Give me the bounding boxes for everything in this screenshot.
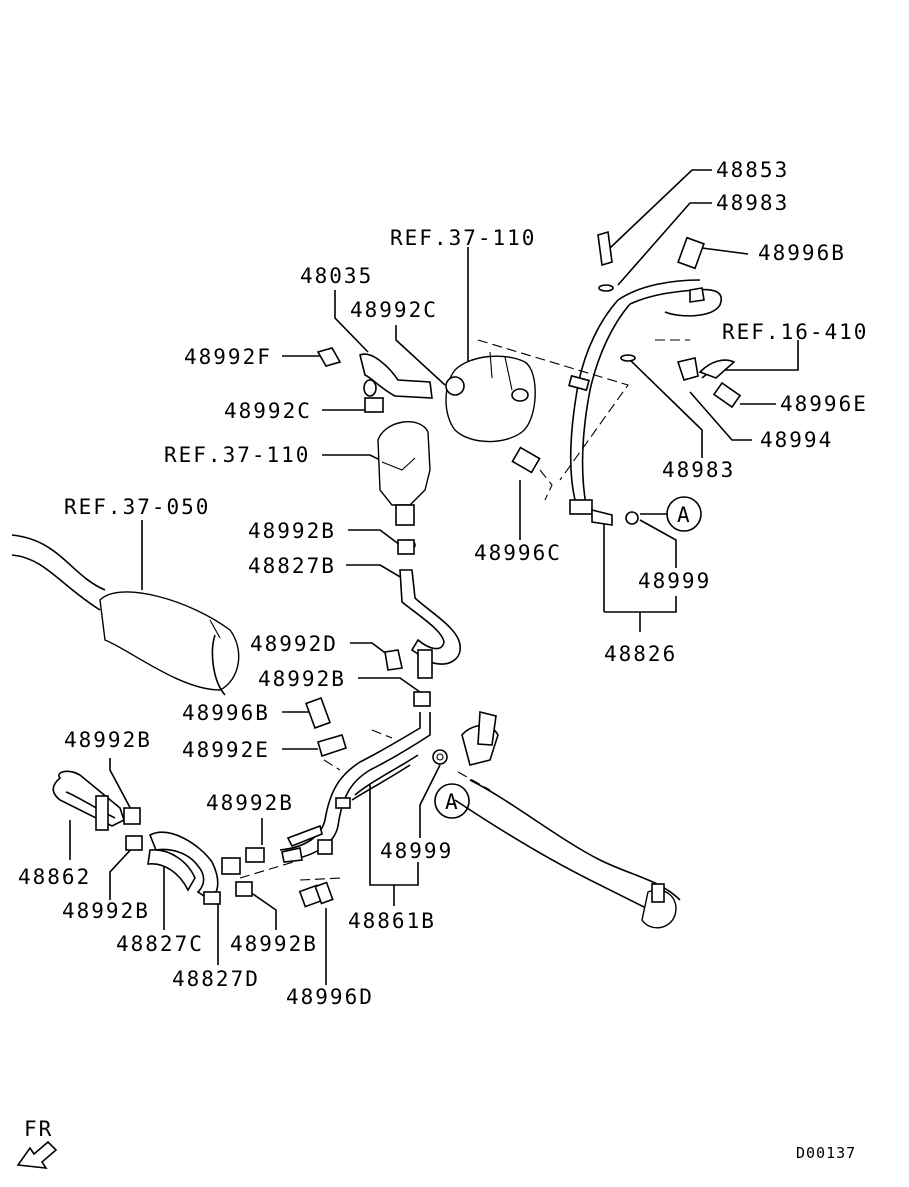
- label-48996C: 48996C: [474, 541, 562, 565]
- label-ref-37-050: REF.37-050: [64, 495, 210, 519]
- label-ref-16-410: REF.16-410: [722, 320, 868, 344]
- front-arrow-icon: [16, 1140, 58, 1169]
- label-48992B-d: 48992B: [62, 899, 150, 923]
- callout-circle-a-top: [666, 496, 702, 532]
- callout-circle-a-bottom: [434, 783, 470, 819]
- label-48827D: 48827D: [172, 967, 260, 991]
- label-48992B-e: 48992B: [230, 932, 318, 956]
- label-48992C-mid: 48992C: [224, 399, 312, 423]
- parts-shapes: [11, 230, 742, 1169]
- label-48983-top: 48983: [716, 191, 789, 215]
- label-48853: 48853: [716, 158, 789, 182]
- label-48994: 48994: [760, 428, 833, 452]
- reservoir-tank: [445, 351, 536, 443]
- label-48862: 48862: [18, 865, 91, 889]
- label-48992D: 48992D: [250, 632, 338, 656]
- label-48827B: 48827B: [248, 554, 336, 578]
- label-48826: 48826: [604, 642, 677, 666]
- label-48996B-top: 48996B: [758, 241, 846, 265]
- label-48992E: 48992E: [182, 738, 270, 762]
- label-ref-37-110-top: REF.37-110: [390, 226, 536, 250]
- label-48861B: 48861B: [348, 909, 436, 933]
- label-48999-bottom: 48999: [380, 839, 453, 863]
- label-48999-top: 48999: [638, 569, 711, 593]
- label-48035: 48035: [300, 264, 373, 288]
- label-ref-37-110-mid: REF.37-110: [164, 443, 310, 467]
- label-48992F: 48992F: [184, 345, 272, 369]
- label-48996B-mid: 48996B: [182, 701, 270, 725]
- label-48983-mid: 48983: [662, 458, 735, 482]
- label-48996E: 48996E: [780, 392, 868, 416]
- oil-cooler-48862: [52, 770, 143, 851]
- label-48992B-left: 48992B: [64, 728, 152, 752]
- steering-gear: [11, 534, 681, 929]
- oil-pump: [377, 421, 431, 551]
- label-drawing-code: D00137: [796, 1144, 856, 1162]
- label-48992B-c: 48992B: [206, 791, 294, 815]
- part-labels: 48853 48983 48996B REF.37-110 48035 4899…: [18, 158, 868, 1162]
- label-48992B-b: 48992B: [258, 667, 346, 691]
- label-callout-a-bottom: A: [445, 790, 460, 814]
- label-48992C-top: 48992C: [350, 298, 438, 322]
- label-callout-a-top: A: [677, 503, 692, 527]
- label-fr: FR: [24, 1117, 53, 1141]
- pressure-hose-48826: [568, 230, 722, 526]
- label-48996D: 48996D: [286, 985, 374, 1009]
- label-48827C: 48827C: [116, 932, 204, 956]
- return-tube-48861B: [279, 712, 431, 863]
- suction-hose-48035: [359, 353, 433, 399]
- label-48992B-a: 48992B: [248, 519, 336, 543]
